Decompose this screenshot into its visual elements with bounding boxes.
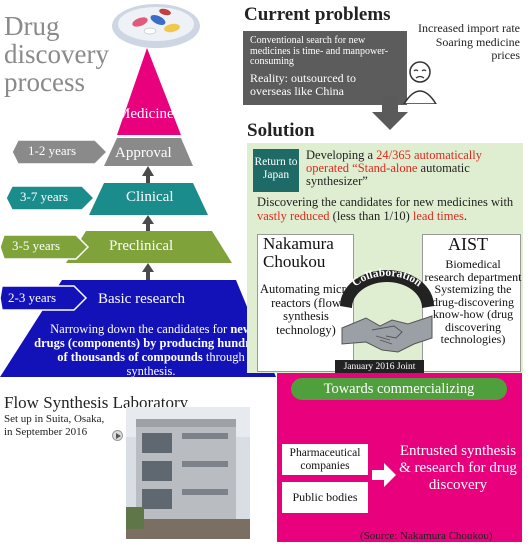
building-photo — [126, 407, 250, 539]
worried-person-icon — [403, 61, 437, 104]
tier-approval — [104, 138, 193, 166]
pyramid-diagram — [0, 48, 276, 377]
problem-line-2: Reality: outsourced to overseas like Chi… — [250, 71, 356, 98]
nakamura-description: Automating micro reactors (flow synthesi… — [260, 282, 352, 337]
lab-subtitle: Set up in Suita, Osaka, in September 201… — [4, 413, 105, 438]
play-icon — [112, 430, 123, 441]
tier-medicine — [117, 48, 181, 135]
solution-title: Solution — [247, 120, 315, 141]
right-arrow-icon — [372, 463, 396, 487]
handshake-icon: Collaboration — [340, 267, 434, 353]
tier-clinical — [89, 183, 208, 215]
down-arrow-icon — [372, 96, 408, 130]
pill-jar-icon — [112, 4, 200, 48]
development-text: Developing a 24/365 automatically operat… — [306, 148, 483, 188]
public-bodies-box: Public bodies — [282, 482, 368, 513]
tier-label-medicine: Medicine — [117, 106, 174, 122]
source-credit: (Source: Nakamura Choukou) — [360, 530, 493, 542]
tier-label-clinical: Clinical — [126, 189, 174, 205]
duration-tag-preclinical — [0, 234, 90, 260]
aist-description: Biomedical research department Systemizi… — [424, 257, 522, 346]
discovery-text: Discovering the candidates for new medic… — [257, 195, 514, 223]
basic-research-note: Narrowing down the candidates for new dr… — [34, 322, 268, 378]
commercial-title: Towards commercializing — [291, 378, 507, 400]
aist-box — [422, 234, 521, 372]
nakamura-name: Nakamura Choukou — [263, 234, 334, 271]
pharma-box: Pharmaceutical companies — [282, 444, 368, 475]
problem-line-1: Conventional search for new medicines is… — [250, 35, 389, 67]
duration-tag-clinical — [5, 185, 96, 211]
duration-basic: 2-3 years — [8, 290, 57, 305]
duration-tag-basic — [0, 285, 88, 311]
aist-name: AIST — [448, 234, 488, 254]
tier-preclinical — [66, 231, 232, 263]
problems-side-text: Increased import rate Soaring medicine p… — [418, 21, 520, 62]
duration-clinical: 3-7 years — [20, 189, 69, 204]
tier-label-basic: Basic research — [98, 291, 186, 307]
tier-label-approval: Approval — [115, 145, 172, 161]
duration-tag-approval — [11, 139, 109, 165]
return-to-japan-badge: Return to Japan — [253, 149, 299, 192]
duration-approval: 1-2 years — [28, 143, 77, 158]
pyramid-title: Drug discovery process — [4, 11, 109, 97]
problems-title: Current problems — [244, 4, 391, 25]
tier-label-preclinical: Preclinical — [109, 238, 174, 254]
entrusted-text: Entrusted synthesis & research for drug … — [399, 443, 517, 493]
problems-box — [243, 31, 407, 105]
duration-preclinical: 3-5 years — [12, 238, 61, 253]
nakamura-box — [257, 234, 354, 372]
